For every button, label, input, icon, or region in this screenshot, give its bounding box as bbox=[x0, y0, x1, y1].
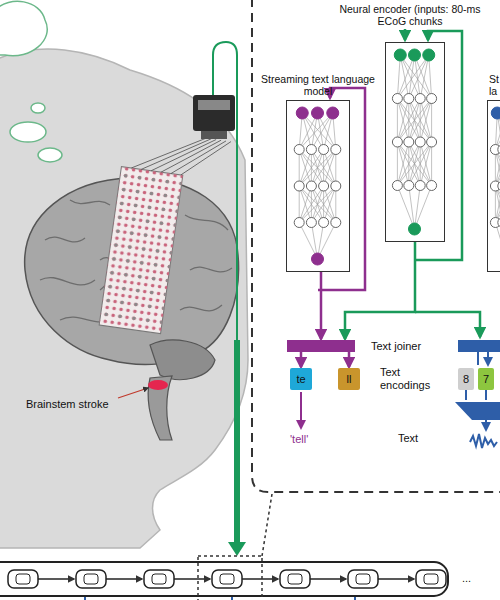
chain-cells bbox=[8, 570, 446, 588]
speech-arrow-3 bbox=[485, 420, 487, 430]
head-silhouette bbox=[0, 49, 248, 548]
box-heading: Streaming text language model bbox=[253, 73, 383, 97]
cable-arrowhead bbox=[228, 542, 246, 556]
speech-arrows-2 bbox=[466, 390, 486, 400]
recurrent-chain bbox=[0, 562, 448, 596]
connector-base bbox=[201, 131, 227, 139]
connector bbox=[345, 242, 415, 339]
box-heading: Neural encoder (inputs: 80-ms ECoG chunk… bbox=[324, 3, 496, 27]
connector-cap bbox=[198, 100, 230, 110]
row-label: Text encodings bbox=[380, 366, 440, 392]
row-label: Text bbox=[398, 432, 418, 445]
leader-line bbox=[118, 388, 148, 398]
model-box: St la bbox=[487, 100, 500, 272]
speech-arrows bbox=[478, 352, 488, 365]
joiner-bar: Text joiner bbox=[287, 340, 355, 352]
token-box: te bbox=[290, 368, 312, 390]
cable-thick bbox=[234, 340, 240, 545]
ellipsis: ... bbox=[462, 572, 471, 585]
token-box: 8 bbox=[458, 368, 474, 390]
zoom-box bbox=[198, 556, 262, 600]
model-box: Neural encoder (inputs: 80-ms ECoG chunk… bbox=[385, 42, 445, 242]
zoom-line bbox=[262, 494, 272, 556]
connector bbox=[300, 352, 303, 367]
cable bbox=[213, 42, 237, 340]
network-graphic bbox=[386, 43, 443, 240]
speech-joiner bbox=[458, 340, 500, 352]
token-text: 7 bbox=[483, 373, 489, 385]
chain-outputs bbox=[85, 597, 355, 600]
network-graphic bbox=[488, 101, 500, 270]
token-text: ll bbox=[347, 373, 352, 385]
speech-decoder bbox=[455, 402, 500, 420]
ecog-grid bbox=[99, 127, 231, 340]
dashed-region bbox=[252, 0, 500, 492]
token-text: te bbox=[296, 373, 305, 385]
connector bbox=[348, 352, 351, 367]
waveform bbox=[470, 434, 497, 448]
encoder-input bbox=[404, 29, 407, 40]
output-text: 'tell' bbox=[290, 433, 308, 446]
box-heading: St la bbox=[489, 73, 500, 97]
encoder-to-speech bbox=[415, 312, 480, 337]
thought-bubbles bbox=[0, 1, 62, 162]
annotation: Brainstem stroke bbox=[26, 398, 109, 411]
token-box: 7 bbox=[478, 368, 494, 390]
network-graphic bbox=[287, 101, 348, 270]
connector bbox=[320, 272, 323, 339]
model-box: Streaming text language model bbox=[286, 100, 350, 272]
joiner-label: Text joiner bbox=[371, 340, 421, 352]
ecog-connector bbox=[193, 95, 235, 131]
token-box: ll bbox=[338, 368, 360, 390]
token-text: 8 bbox=[463, 373, 469, 385]
text-output-arrow bbox=[300, 392, 302, 428]
